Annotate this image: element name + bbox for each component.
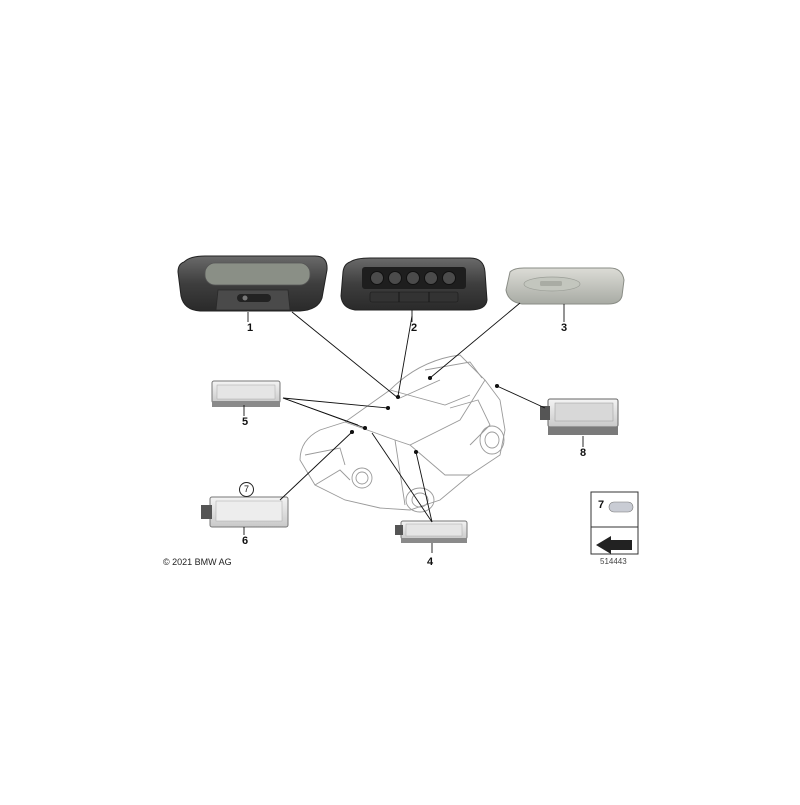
bulb-icon (608, 501, 634, 513)
part-label-3: 3 (560, 322, 568, 334)
leader-lines (243, 302, 584, 553)
diagram-id: 514443 (600, 557, 627, 566)
circled-reference: 7 (239, 482, 254, 497)
part-6-glove-box-light (201, 496, 289, 528)
part-label-2: 2 (410, 322, 418, 334)
car-outline (299, 354, 506, 513)
part-label-5: 5 (241, 416, 249, 428)
part-3-rear-interior-light (505, 267, 625, 305)
inset-part-label-7: 7 (597, 499, 605, 511)
part-label-8: 8 (579, 447, 587, 459)
part-label-6: 6 (241, 535, 249, 547)
arrow-icon (596, 536, 632, 554)
part-4-footwell-light (395, 520, 468, 543)
part-2-roof-switch-panel (340, 257, 488, 311)
part-5-light-unit (211, 380, 281, 407)
inset-box (590, 491, 639, 555)
part-label-4: 4 (426, 556, 434, 568)
part-label-1: 1 (246, 322, 254, 334)
part-1-front-interior-light (177, 255, 328, 312)
part-8-luggage-light (540, 398, 619, 435)
copyright-text: © 2021 BMW AG (163, 557, 232, 567)
